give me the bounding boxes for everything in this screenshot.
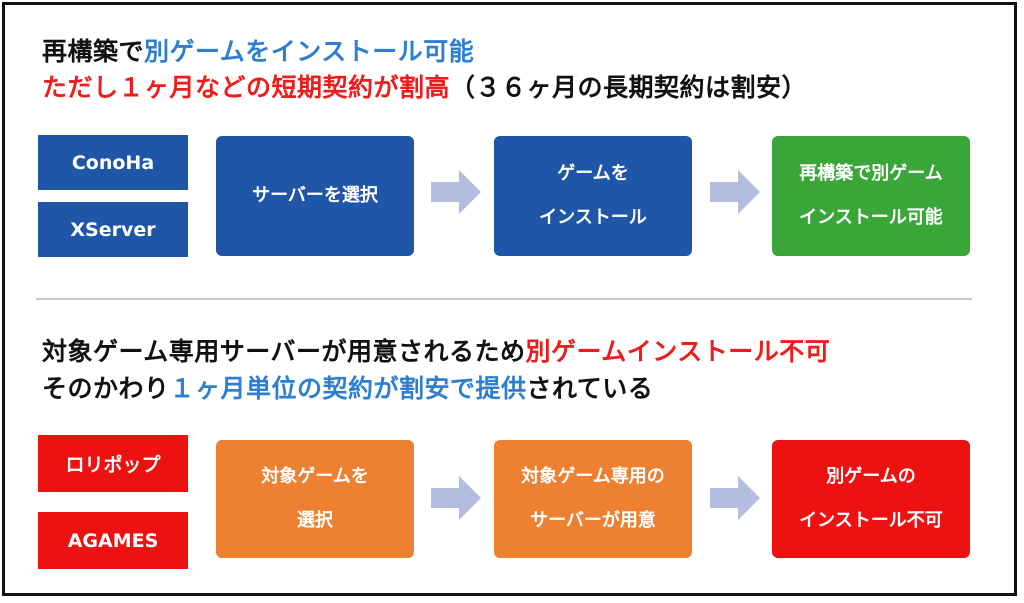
- top-step-2-line-1: ゲームを: [557, 163, 629, 184]
- bottom-step-2-line-2: サーバーが用意: [530, 510, 656, 531]
- top-heading-2-highlight: ただし１ヶ月などの短期契約が割高: [42, 73, 451, 102]
- bottom-heading-1-highlight: 別ゲームインストール不可: [525, 337, 831, 366]
- top-step-1-line-1: サーバーを選択: [252, 185, 378, 206]
- section-divider: [36, 298, 972, 300]
- bottom-heading-2-part1: そのかわり: [42, 374, 170, 403]
- bottom-step-3-line-1: 別ゲームの: [826, 466, 916, 487]
- top-arrow-2-icon: [710, 170, 760, 214]
- top-heading-1-part1: 再構築で: [42, 37, 145, 66]
- bottom-step-2-line-1: 対象ゲーム専用の: [521, 466, 665, 487]
- bottom-heading-2: そのかわり１ヶ月単位の契約が割安で提供されている: [42, 373, 653, 405]
- bottom-step-no-other-install: 別ゲームの インストール不可: [772, 440, 970, 558]
- provider-agames-label: AGAMES: [67, 529, 159, 552]
- bottom-step-select-game: 対象ゲームを 選択: [216, 440, 414, 558]
- bottom-arrow-1-icon: [431, 476, 481, 520]
- bottom-heading-2-part3: されている: [526, 374, 654, 403]
- bottom-step-1-line-2: 選択: [297, 510, 333, 531]
- top-step-3-line-1: 再構築で別ゲーム: [799, 163, 943, 184]
- bottom-heading-1: 対象ゲーム専用サーバーが用意されるため別ゲームインストール不可: [42, 336, 830, 368]
- top-arrow-1-icon: [431, 170, 481, 214]
- bottom-heading-1-part1: 対象ゲーム専用サーバーが用意されるため: [42, 337, 526, 366]
- top-heading-1-highlight: 別ゲームをインストール可能: [144, 37, 475, 66]
- provider-agames: AGAMES: [38, 512, 188, 569]
- top-step-2-line-2: インストール: [539, 207, 647, 228]
- top-heading-1: 再構築で別ゲームをインストール可能: [42, 36, 474, 68]
- top-heading-2: ただし１ヶ月などの短期契約が割高（３６ヶ月の長期契約は割安）: [42, 72, 807, 104]
- provider-lolipop: ロリポップ: [38, 435, 188, 492]
- provider-xserver: XServer: [38, 202, 188, 257]
- top-step-rebuild-install: 再構築で別ゲーム インストール可能: [772, 136, 970, 256]
- bottom-arrow-2-icon: [710, 476, 760, 520]
- provider-conoha-label: ConoHa: [71, 151, 155, 174]
- top-step-3-line-2: インストール可能: [799, 207, 943, 228]
- provider-xserver-label: XServer: [70, 218, 156, 241]
- top-heading-2-part2: （３６ヶ月の長期契約は割安）: [450, 73, 808, 102]
- bottom-heading-2-highlight: １ヶ月単位の契約が割安で提供: [169, 374, 527, 403]
- bottom-step-3-line-2: インストール不可: [799, 510, 943, 531]
- bottom-step-1-line-1: 対象ゲームを: [261, 466, 369, 487]
- bottom-step-dedicated-server: 対象ゲーム専用の サーバーが用意: [494, 440, 692, 558]
- provider-lolipop-label: ロリポップ: [65, 454, 161, 476]
- top-step-select-server: サーバーを選択: [216, 136, 414, 256]
- top-step-install-game: ゲームを インストール: [494, 136, 692, 256]
- provider-conoha: ConoHa: [38, 135, 188, 190]
